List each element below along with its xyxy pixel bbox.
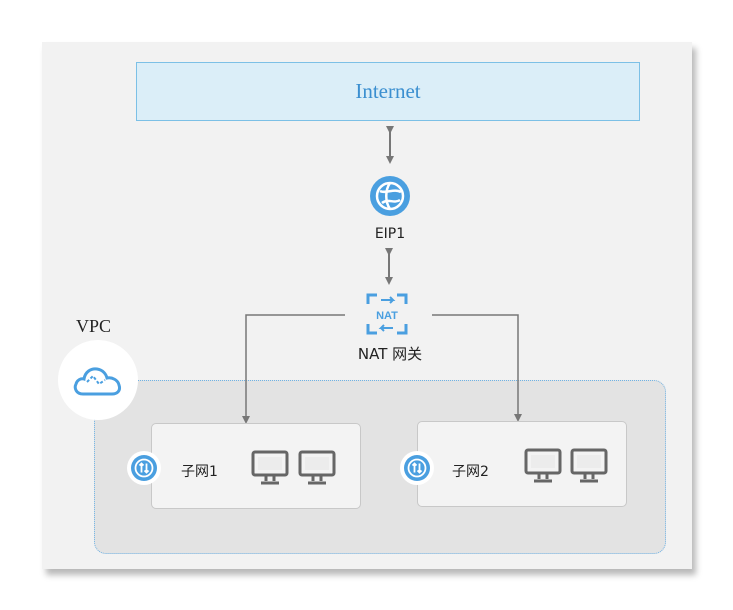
- monitor-icon: [298, 450, 336, 485]
- nat-subnet2-arrow: [432, 314, 522, 422]
- monitor-icon: [251, 450, 289, 485]
- nat-label: NAT 网关: [357, 345, 423, 363]
- internet-label: Internet: [355, 79, 421, 103]
- vpc-badge: [58, 340, 138, 420]
- subnet-2-label: 子网2: [452, 464, 489, 480]
- subnet-1-label: 子网1: [181, 464, 218, 480]
- monitor-icon: [570, 448, 608, 483]
- subnet-router-icon: [404, 455, 430, 481]
- internet-box: Internet: [136, 62, 640, 121]
- subnet-2-box: [417, 421, 627, 507]
- globe-icon: [370, 176, 410, 216]
- subnet-2-badge: [400, 451, 434, 485]
- cloud-icon: [73, 367, 121, 396]
- eip-label: EIP1: [374, 226, 406, 242]
- nat-badge-text: NAT: [376, 310, 398, 322]
- monitor-icon: [524, 448, 562, 483]
- vpc-label: VPC: [76, 316, 112, 336]
- subnet-router-icon: [131, 455, 157, 481]
- subnet-1-badge: [127, 451, 161, 485]
- nat-gateway-icon: NAT: [366, 293, 408, 335]
- nat-subnet1-arrow: [242, 314, 345, 424]
